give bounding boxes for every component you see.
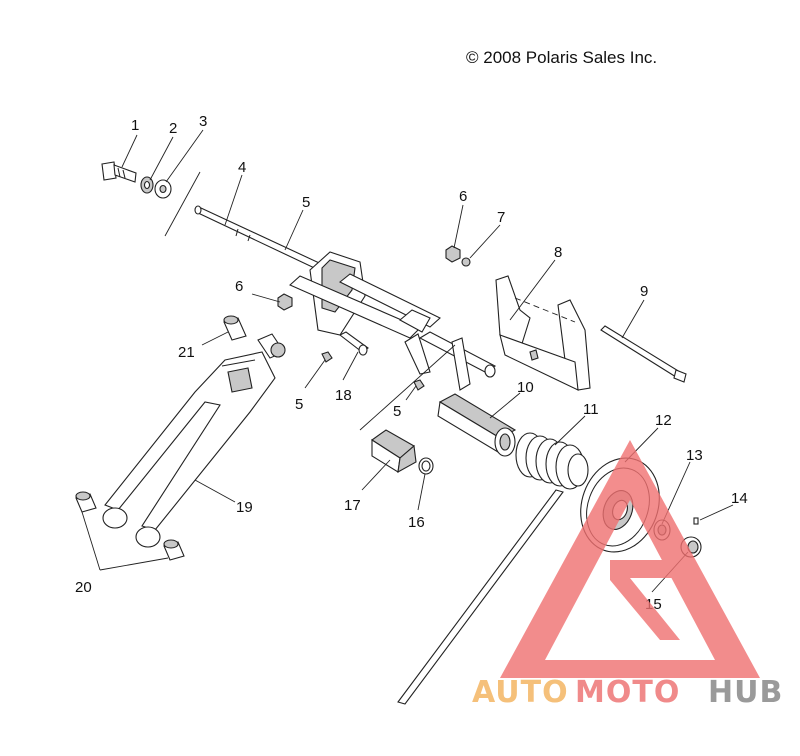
part-3-washer: [154, 179, 172, 199]
part-19-arm: [102, 351, 276, 548]
callout-16: 16: [408, 514, 425, 531]
part-18-pin: [338, 331, 369, 356]
callout-labels: 1 2 3 4 5 6 7 8 6 9 21 5 18 5 10 11 12 1…: [75, 113, 748, 613]
callout-8: 8: [554, 244, 562, 261]
watermark-text-moto: MOTO: [575, 675, 680, 710]
part-7-washer: [461, 257, 471, 267]
callout-7: 7: [497, 209, 505, 226]
callout-4: 4: [238, 159, 246, 176]
callout-5-top: 5: [302, 194, 310, 211]
part-6-nut-upper: [445, 245, 461, 263]
part-4-shaft: [194, 205, 331, 274]
leader-lines: [81, 129, 734, 593]
part-5-nut-a: [321, 351, 333, 363]
part-16-ring: [418, 457, 434, 475]
callout-20: 20: [75, 579, 92, 596]
watermark-text-auto: AUTO: [472, 675, 569, 710]
part-20-bushing-b: [163, 539, 185, 561]
callout-17: 17: [344, 497, 361, 514]
part-1-bolt: [101, 161, 137, 183]
part-21-bushing-b: [257, 333, 286, 359]
callout-13: 13: [686, 447, 703, 464]
watermark-triangle-icon: [500, 440, 760, 678]
part-8-bracket: [495, 275, 591, 391]
watermark-inner-mark-icon: [610, 560, 680, 640]
part-5-nut-b: [413, 379, 425, 391]
callout-5-left: 5: [295, 396, 303, 413]
callout-6-top: 6: [459, 188, 467, 205]
copyright-notice: © 2008 Polaris Sales Inc.: [466, 48, 658, 67]
part-5-axle-tube: [289, 251, 497, 391]
callout-18: 18: [335, 387, 352, 404]
part-21-bushing: [223, 315, 247, 341]
callout-21: 21: [178, 344, 195, 361]
callout-11: 11: [583, 401, 599, 418]
callout-12: 12: [655, 412, 672, 429]
part-11-spring: [397, 432, 589, 705]
axis-line: [164, 171, 201, 237]
callout-9: 9: [640, 283, 648, 300]
callout-1: 1: [131, 117, 139, 134]
callout-3: 3: [199, 113, 207, 130]
part-14-pin: [693, 517, 699, 525]
part-6-nut-left: [277, 293, 293, 311]
part-9-long-bolt: [600, 325, 687, 383]
part-20-bushing-a: [75, 491, 97, 513]
watermark-logo: [500, 440, 760, 678]
callout-2: 2: [169, 120, 177, 137]
callout-19: 19: [236, 499, 253, 516]
callout-10: 10: [517, 379, 534, 396]
callout-6-left: 6: [235, 278, 243, 295]
callout-5-mid: 5: [393, 403, 401, 420]
part-10-sleeve: [437, 393, 517, 457]
part-17-bumper-block: [371, 429, 417, 474]
watermark-text-hub: HUB: [708, 675, 783, 710]
part-2-washer: [140, 176, 154, 194]
callout-14: 14: [731, 490, 748, 507]
